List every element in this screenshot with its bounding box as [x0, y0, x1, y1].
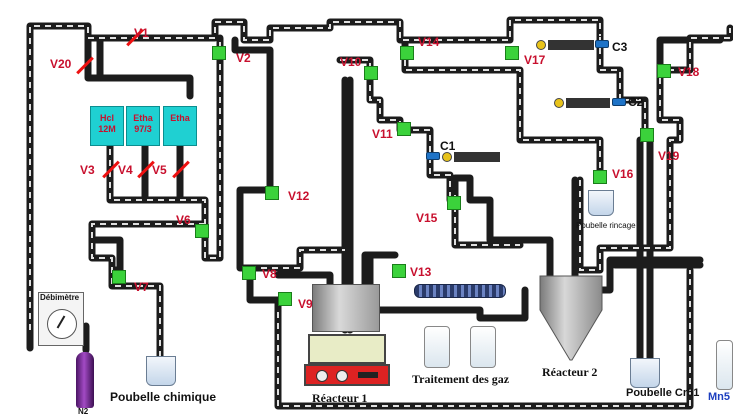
valve-v19-label: V19 [658, 149, 680, 163]
reagent-etha-97-3-label: Etha 97/3 [133, 113, 153, 134]
valve-v18[interactable] [657, 64, 671, 78]
valve-v10[interactable] [364, 66, 378, 80]
valve-v19[interactable] [640, 128, 654, 142]
valve-v13[interactable] [392, 264, 406, 278]
valve-v2-label: V2 [236, 51, 251, 65]
valve-v8-label: V8 [262, 267, 277, 281]
valve-v7[interactable] [112, 270, 126, 284]
valve-v6[interactable] [195, 224, 209, 238]
valve-v9-label: V9 [298, 297, 313, 311]
valve-v7-label: V7 [134, 280, 149, 294]
valve-v4-label: V4 [118, 163, 133, 177]
gas-trap-bottle-2[interactable] [470, 326, 496, 368]
gas-treatment-label: Traitement des gaz [412, 372, 510, 386]
valve-v10-label: V10 [340, 55, 362, 69]
cr51-waste-label: Poubelle Cr51 [626, 387, 700, 399]
reactor-1-label: Réacteur 1 [312, 391, 368, 405]
flowmeter-label: Débimètre [40, 293, 80, 302]
valve-v6-label: V6 [176, 213, 191, 227]
rinse-waste-beaker[interactable] [588, 190, 614, 216]
valve-v14-label: V14 [418, 35, 440, 49]
gas-cylinder-icon [76, 352, 94, 408]
reactor-2-vessel[interactable] [538, 274, 604, 364]
reactor-2-label: Réacteur 2 [542, 365, 598, 379]
column-c1[interactable] [454, 152, 500, 162]
valve-v1-label: V1 [134, 26, 149, 40]
mn5-bottle[interactable] [716, 340, 733, 390]
hotplate-icon[interactable] [308, 334, 386, 364]
valve-v12[interactable] [265, 186, 279, 200]
gas-treatment-column[interactable] [414, 284, 506, 298]
valve-v2[interactable] [212, 46, 226, 60]
n2-label: N2 [78, 407, 89, 416]
valve-v12-label: V12 [288, 189, 310, 203]
column-c2-label: C2 [628, 95, 644, 109]
reactor-1-vessel[interactable] [312, 284, 380, 332]
valve-v9[interactable] [278, 292, 292, 306]
column-c2[interactable] [566, 98, 610, 108]
rinse-waste-label: Poubelle rincage [576, 221, 636, 230]
radioactive-icon [554, 98, 564, 108]
valve-v11-label: V11 [372, 127, 393, 141]
valve-v11[interactable] [397, 122, 411, 136]
valve-v16-label: V16 [612, 167, 634, 181]
valve-v14[interactable] [400, 46, 414, 60]
reagent-hcl-label: Hcl 12M [98, 113, 116, 134]
valve-v15[interactable] [447, 196, 461, 210]
flowmeter-icon[interactable] [38, 292, 84, 346]
valve-v3-label: V3 [80, 163, 95, 177]
chemical-waste-beaker[interactable] [146, 356, 176, 386]
column-c1-cap [426, 152, 440, 160]
valve-v18-label: V18 [678, 65, 700, 79]
reagent-etha[interactable]: Etha [163, 106, 197, 146]
gas-trap-bottle-1[interactable] [424, 326, 450, 368]
hotplate-base[interactable] [304, 364, 390, 386]
chemical-waste-label: Poubelle chimique [110, 390, 217, 404]
valve-v20-label: V20 [50, 57, 72, 71]
radioactive-icon [442, 152, 452, 162]
cr51-waste-beaker[interactable] [630, 358, 660, 388]
valve-v15-label: V15 [416, 211, 438, 225]
mn5-label: Mn5 [708, 391, 730, 403]
valve-v17-label: V17 [524, 53, 546, 67]
column-c3-label: C3 [612, 40, 628, 54]
valve-v17[interactable] [505, 46, 519, 60]
valve-v8[interactable] [242, 266, 256, 280]
column-c3[interactable] [548, 40, 594, 50]
column-c1-label: C1 [440, 139, 456, 153]
reagent-etha-label: Etha [170, 113, 190, 123]
valve-v13-label: V13 [410, 265, 432, 279]
reagent-etha-97-3[interactable]: Etha 97/3 [126, 106, 160, 146]
column-c3-cap [595, 40, 609, 48]
reagent-hcl[interactable]: Hcl 12M [90, 106, 124, 146]
column-c2-cap [612, 98, 626, 106]
radioactive-icon [536, 40, 546, 50]
valve-v16[interactable] [593, 170, 607, 184]
valve-v5-label: V5 [152, 163, 167, 177]
